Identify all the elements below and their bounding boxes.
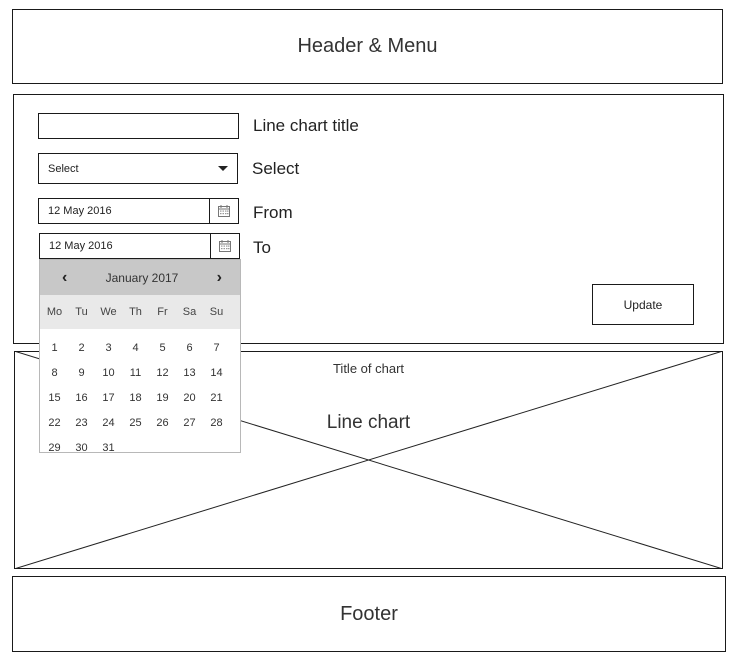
day-cell[interactable]: 12 (156, 366, 169, 379)
day-cell[interactable]: 29 (48, 441, 61, 454)
footer-title: Footer (340, 602, 398, 625)
day-cell[interactable]: 6 (186, 341, 193, 354)
day-cell[interactable]: 17 (102, 391, 115, 404)
update-button[interactable]: Update (592, 284, 694, 325)
from-label: From (253, 203, 293, 222)
calendar-icon[interactable] (210, 234, 239, 258)
day-cell[interactable]: 19 (156, 391, 169, 404)
day-cell[interactable]: 11 (129, 366, 142, 379)
day-cell[interactable]: 15 (48, 391, 61, 404)
day-cell[interactable]: 23 (75, 416, 88, 429)
series-select[interactable]: Select (38, 153, 238, 184)
day-cell[interactable]: 14 (210, 366, 223, 379)
day-cell[interactable]: 8 (51, 366, 58, 379)
weekday-label: Su (209, 306, 224, 318)
header-menu[interactable]: Header & Menu (12, 9, 723, 84)
day-cell[interactable]: 26 (156, 416, 169, 429)
day-cell[interactable]: 24 (102, 416, 115, 429)
day-cell[interactable]: 31 (102, 441, 115, 454)
day-cell[interactable]: 30 (75, 441, 88, 454)
weekday-label: We (100, 306, 117, 318)
from-date-field[interactable]: 12 May 2016 (38, 198, 239, 224)
chevron-left-icon[interactable]: ‹ (62, 268, 68, 286)
day-cell[interactable]: 2 (78, 341, 85, 354)
weekday-label: Mo (46, 306, 63, 318)
day-cell[interactable]: 16 (75, 391, 88, 404)
weekday-label: Th (129, 306, 142, 318)
day-cell[interactable]: 5 (159, 341, 166, 354)
chart-placeholder-label: Line chart (326, 412, 411, 433)
chart-title-label: Line chart title (253, 116, 359, 135)
datepicker-month-label: January 2017 (105, 270, 179, 285)
day-cell[interactable]: 22 (48, 416, 61, 429)
weekday-label: Tu (75, 306, 88, 318)
footer: Footer (12, 576, 726, 652)
day-cell[interactable]: 27 (183, 416, 196, 429)
select-value: Select (48, 162, 79, 175)
calendar-icon[interactable] (209, 199, 238, 223)
day-cell[interactable]: 7 (213, 341, 220, 354)
day-cell[interactable]: 20 (183, 391, 196, 404)
to-date-field[interactable]: 12 May 2016 (39, 233, 240, 259)
day-cell[interactable]: 13 (183, 366, 196, 379)
weekday-label: Fr (157, 306, 168, 318)
from-date-value: 12 May 2016 (48, 205, 112, 217)
header-title: Header & Menu (297, 35, 438, 57)
chevron-right-icon[interactable]: › (216, 268, 222, 286)
datepicker-header: ‹ January 2017 › (40, 260, 240, 295)
day-cell[interactable]: 10 (102, 366, 115, 379)
day-cell[interactable]: 28 (210, 416, 223, 429)
chart-title-input[interactable] (38, 113, 239, 139)
chart-title: Title of chart (332, 361, 405, 376)
weekday-label: Sa (182, 306, 197, 318)
to-label: To (253, 238, 271, 257)
day-cell[interactable]: 18 (129, 391, 142, 404)
day-cell[interactable]: 21 (210, 391, 223, 404)
day-cell[interactable]: 9 (78, 366, 85, 379)
to-date-value: 12 May 2016 (49, 240, 113, 252)
day-cell[interactable]: 1 (51, 341, 58, 354)
day-cell[interactable]: 3 (105, 341, 112, 354)
day-cell[interactable]: 4 (132, 341, 139, 354)
chevron-down-icon (218, 166, 228, 171)
select-label: Select (252, 159, 300, 178)
datepicker-weekdays: Mo Tu We Th Fr Sa Su (40, 295, 240, 329)
day-cell[interactable]: 25 (129, 416, 142, 429)
